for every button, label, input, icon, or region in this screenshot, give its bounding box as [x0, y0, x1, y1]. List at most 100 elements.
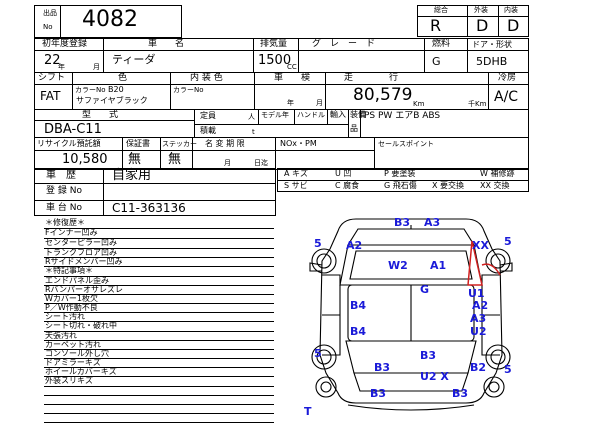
car-body-outline	[319, 218, 503, 404]
damage-mark: B3	[370, 387, 386, 400]
damage-mark: T	[304, 405, 312, 418]
damage-mark: G	[420, 283, 429, 296]
capacity-label: 定員	[200, 111, 216, 120]
color-name: サファイヤブラック	[76, 96, 148, 105]
car-name-label: 車 名	[148, 39, 185, 49]
equipment-label: 装備	[350, 110, 366, 119]
km-unit: Km	[413, 100, 425, 108]
fuel-value: G	[432, 55, 441, 68]
lot-box	[34, 5, 182, 38]
damage-mark: A1	[430, 259, 446, 272]
remark-item: Rサイドメンバー凹み	[45, 257, 123, 266]
legend-p: P 要塗装	[384, 169, 416, 178]
grade-box	[417, 5, 529, 37]
inspection-month-unit: 月	[316, 99, 323, 107]
doors-value: 5DHB	[476, 55, 508, 68]
mileage-value: 80,579	[353, 85, 413, 105]
damage-mark: A3	[470, 312, 486, 325]
ton-unit: t	[252, 128, 255, 136]
interior-color-no-label: カラーNo	[173, 86, 204, 94]
reg-no-label: 登 録 No	[46, 186, 82, 196]
remarks-title-special: ＊特記事項＊	[45, 266, 93, 275]
damage-mark: A3	[424, 216, 440, 229]
damage-mark: B2	[470, 361, 486, 374]
shift-value: FAT	[40, 89, 61, 103]
interior-color-label: 内 装 色	[190, 73, 223, 83]
remark-item: コンソール外し穴	[45, 349, 109, 358]
damage-mark: B3	[452, 387, 468, 400]
damage-mark: B3	[374, 361, 390, 374]
remark-item: トランクフロア凹み	[45, 248, 117, 257]
lot-label: 出品	[43, 9, 57, 17]
car-damage-diagram: B3 A3 A2 XX W2 A1 G B4 U1 A2 B4 A3 U2 B3…	[304, 216, 513, 418]
cc-unit: CC	[287, 63, 297, 71]
remark-item: 外装スリキズ	[45, 376, 93, 385]
doors-label: ドア・形状	[472, 40, 512, 49]
damage-mark: B3	[394, 216, 410, 229]
repair-highlight	[467, 240, 483, 286]
remark-item: Wカバー1枚欠	[45, 294, 98, 303]
ac-label: 冷房	[498, 73, 517, 83]
damage-mark: U2 X	[420, 370, 449, 383]
grade-exterior-label: 外装	[474, 6, 488, 14]
load-label: 積載	[200, 126, 216, 135]
history-box	[34, 168, 276, 216]
remark-item: Fインナー凹み	[45, 228, 98, 237]
remark-item: 天張汚れ	[45, 331, 77, 340]
inspection-year-unit: 年	[287, 99, 294, 107]
damage-mark: 5	[504, 363, 512, 376]
damage-mark: U1	[468, 287, 485, 300]
inspection-label: 車 検	[274, 73, 311, 83]
damage-mark: U2	[470, 325, 487, 338]
history-label: 車 歴	[46, 170, 76, 181]
lot-number: 4082	[82, 7, 138, 32]
remark-item: カーペット汚れ	[45, 340, 101, 349]
remark-item: エンドパネル歪み	[45, 276, 109, 285]
model-label: 型 式	[82, 110, 119, 120]
remark-item: Rバンパーオサレズレ	[45, 285, 123, 294]
chassis-value: C11-363136	[112, 201, 186, 215]
equipment-label-2: 品	[350, 124, 358, 133]
remark-item: ホイールカバーキズ	[45, 367, 117, 376]
grade-overall-label: 総合	[434, 6, 448, 14]
name-change-label: 名 変 期 限	[205, 139, 245, 148]
legend-g: G 飛石傷	[384, 181, 417, 190]
lot-label-no: No	[43, 23, 53, 31]
info-grid	[34, 38, 529, 170]
damage-mark: B4	[350, 299, 366, 312]
damage-mark: 5	[314, 347, 322, 360]
ac-value: A/C	[494, 89, 519, 105]
displacement-value: 1500	[258, 53, 292, 68]
remark-item: シート切れ・破れ中	[45, 321, 117, 330]
damage-mark: W2	[388, 259, 408, 272]
color-no-label: カラーNo	[75, 86, 106, 94]
name-change-month: 月	[224, 159, 231, 167]
thousand-km-unit: 千Km	[468, 100, 487, 108]
grade-overall-value: R	[430, 16, 442, 35]
remark-item: P／W作動不良	[45, 303, 98, 312]
legend-a: A キズ	[284, 169, 309, 178]
legend-u: U 凹	[335, 169, 352, 178]
first-reg-label: 初年度登録	[42, 39, 88, 49]
grade-interior-label: 内装	[504, 6, 518, 14]
sticker-value: 無	[168, 152, 182, 167]
color-no-value: B20	[108, 85, 124, 94]
damage-mark: XX	[472, 239, 489, 252]
mileage-label: 走 行	[344, 73, 405, 83]
car-name-value: ティーダ	[112, 53, 156, 66]
person-unit: 人	[248, 113, 255, 121]
damage-mark: A2	[346, 239, 362, 252]
recycle-label: リサイクル預託額	[37, 139, 101, 148]
fuel-label: 燃料	[432, 39, 451, 49]
warranty-value: 無	[128, 152, 142, 167]
name-change-day: 日迄	[254, 159, 268, 167]
history-value: 自家用	[112, 168, 152, 183]
damage-mark: B3	[420, 349, 436, 362]
repair-highlight-arc	[481, 263, 501, 276]
first-reg-year: 22	[44, 53, 61, 68]
model-year-label: モデル年	[261, 111, 289, 119]
damage-mark: A2	[472, 299, 488, 312]
displacement-label: 排気量	[260, 39, 288, 49]
remark-item: センターピラー凹み	[45, 238, 117, 247]
year-unit: 年	[58, 63, 65, 71]
